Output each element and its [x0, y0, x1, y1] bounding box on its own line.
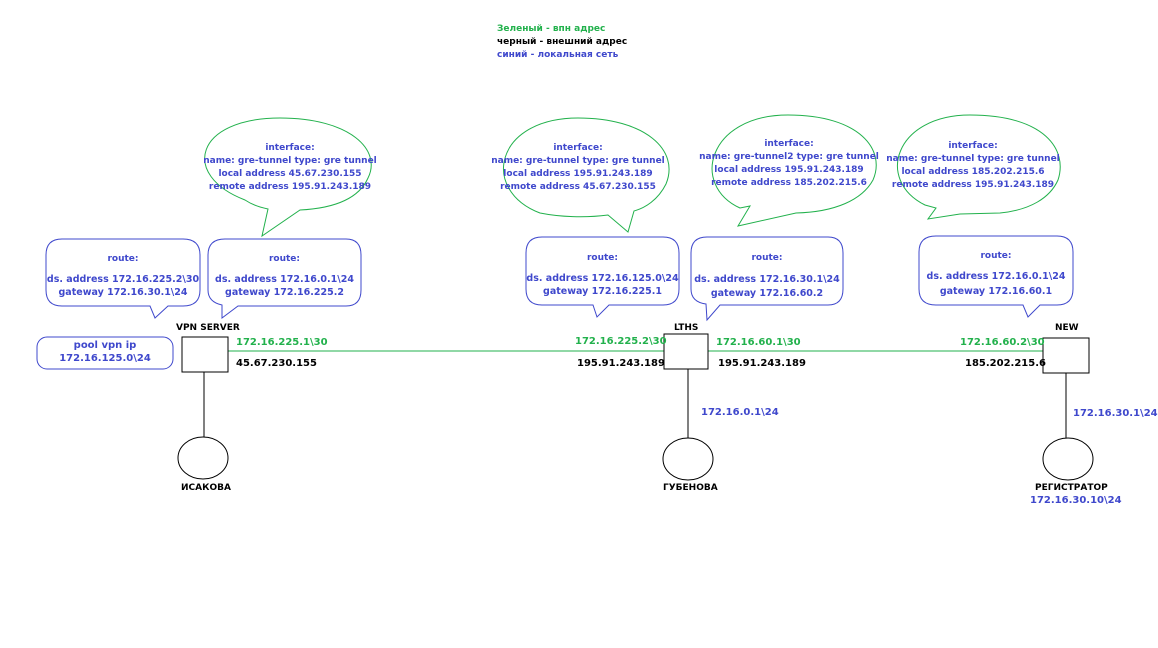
vpn-server-ext-ip: 45.67.230.155 — [236, 358, 317, 369]
route-lths-title: route: — [586, 253, 619, 263]
lths-vpn-ip-right: 172.16.60.1\30 — [716, 337, 801, 348]
legend-black: черный - внешний адрес — [497, 37, 628, 47]
client-label-registrator: РЕГИСТРАТОР — [1035, 483, 1108, 493]
route-lths-line1: ds. address 172.16.125.0\24 — [526, 273, 679, 284]
iface-vpn-line3: remote address 195.91.243.189 — [208, 182, 372, 192]
client-registrator-node — [1042, 437, 1094, 481]
route-lths-2-line2: gateway 172.16.60.2 — [710, 288, 824, 299]
iface-lths-1-title: interface: — [553, 143, 603, 153]
lths-ext-ip-left: 195.91.243.189 — [577, 358, 665, 369]
client-gubenova-node — [662, 437, 714, 481]
lths-ext-ip-right: 195.91.243.189 — [718, 358, 806, 369]
route-vpn-1-line2: gateway 172.16.30.1\24 — [58, 287, 188, 298]
route-lths-2-line1: ds. address 172.16.30.1\24 — [694, 274, 840, 285]
route-vpn-1-title: route: — [107, 254, 139, 264]
iface-lths-1-line2: local address 195.91.243.189 — [503, 169, 653, 179]
route-bubble-lths — [525, 236, 680, 318]
new-ext-ip: 185.202.215.6 — [965, 358, 1046, 369]
new-vpn-ip: 172.16.60.2\30 — [960, 337, 1045, 348]
route-new-line2: gateway 172.16.60.1 — [939, 286, 1053, 297]
iface-new-line1: name: gre-tunnel type: gre tunnel — [886, 154, 1060, 164]
route-vpn-1-line1: ds. address 172.16.225.2\30 — [46, 274, 200, 285]
iface-cloud-vpn — [204, 117, 372, 238]
pool-title: pool vpn ip — [73, 340, 137, 351]
iface-cloud-lths-1 — [503, 117, 670, 233]
node-label-new: NEW — [1055, 323, 1079, 333]
route-bubble-vpn-1 — [45, 238, 201, 319]
vpn-server-vpn-ip: 172.16.225.1\30 — [236, 337, 328, 348]
iface-new-title: interface: — [948, 141, 998, 151]
iface-cloud-lths-2 — [711, 114, 877, 227]
lths-box — [663, 333, 709, 370]
vpn-server-box — [181, 336, 229, 373]
iface-new-line3: remote address 195.91.243.189 — [891, 180, 1055, 190]
client-ip-registrator: 172.16.30.10\24 — [1030, 495, 1122, 506]
node-label-lths: LTHS — [674, 323, 699, 333]
client-label-isakova: ИСАКОВА — [181, 483, 231, 493]
route-vpn-2-line2: gateway 172.16.225.2 — [225, 287, 344, 298]
route-lths-2-title: route: — [751, 253, 783, 263]
iface-vpn-title: interface: — [265, 143, 315, 153]
lths-vpn-ip-left: 172.16.225.2\30 — [575, 336, 667, 347]
new-box — [1042, 337, 1090, 374]
route-new-title: route: — [980, 251, 1012, 261]
iface-vpn-line1: name: gre-tunnel type: gre tunnel — [203, 156, 377, 166]
client-isakova-node — [177, 436, 229, 480]
iface-cloud-new — [897, 114, 1061, 220]
route-vpn-2-title: route: — [268, 254, 301, 264]
legend-blue: синий - локальная сеть — [497, 50, 619, 60]
pool-value: 172.16.125.0\24 — [59, 353, 151, 364]
route-bubble-lths-2 — [690, 236, 844, 322]
legend-green: Зеленый - впн адрес — [497, 24, 606, 34]
client-label-gubenova: ГУБЕНОВА — [663, 483, 718, 493]
iface-new-line2: local address 185.202.215.6 — [901, 167, 1045, 177]
lths-local-ip: 172.16.0.1\24 — [701, 407, 779, 418]
pool-box — [36, 336, 174, 370]
new-local-ip: 172.16.30.1\24 — [1073, 408, 1158, 419]
node-label-vpn-server: VPN SERVER — [176, 323, 240, 333]
route-bubble-vpn-2 — [207, 238, 362, 319]
iface-lths-2-line2: local address 195.91.243.189 — [714, 165, 864, 175]
iface-lths-2-line1: name: gre-tunnel2 type: gre tunnel — [699, 152, 879, 162]
iface-vpn-line2: local address 45.67.230.155 — [218, 169, 362, 179]
iface-lths-1-line1: name: gre-tunnel type: gre tunnel — [491, 156, 665, 166]
route-vpn-2-line1: ds. address 172.16.0.1\24 — [215, 274, 354, 285]
iface-lths-2-line3: remote address 185.202.215.6 — [711, 178, 867, 188]
route-bubble-new — [918, 235, 1074, 318]
route-lths-line2: gateway 172.16.225.1 — [543, 286, 662, 297]
iface-lths-2-title: interface: — [764, 139, 814, 149]
route-new-line1: ds. address 172.16.0.1\24 — [926, 271, 1066, 282]
iface-lths-1-line3: remote address 45.67.230.155 — [500, 182, 656, 192]
